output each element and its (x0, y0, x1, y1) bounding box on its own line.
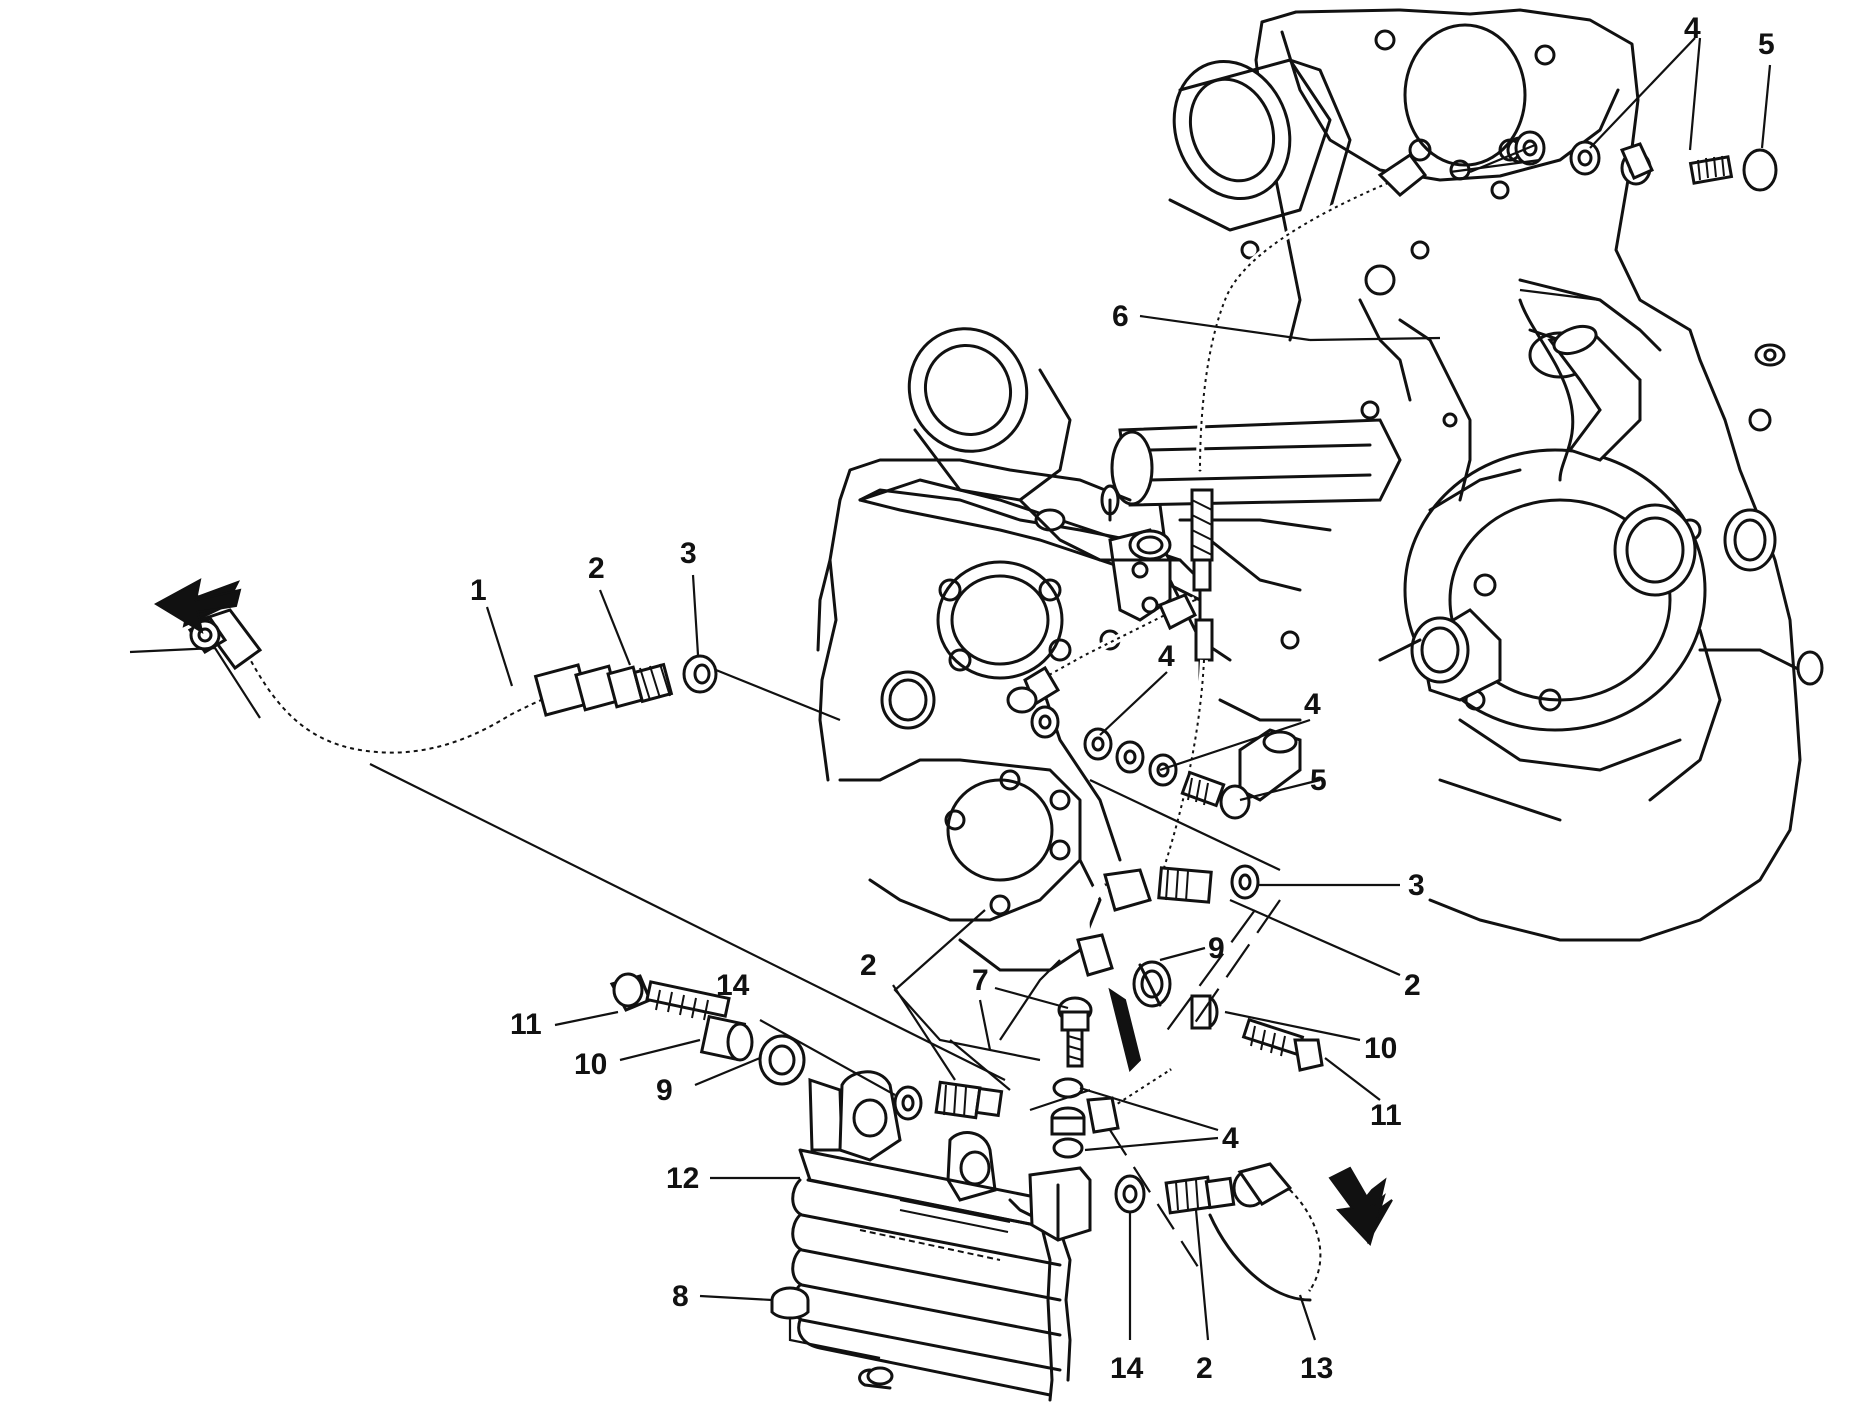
callout-8: 8 (672, 1280, 689, 1313)
callout-11: 11 (1370, 1099, 1402, 1132)
callout-4: 4 (1158, 640, 1175, 673)
part-2-union-top-left (606, 662, 674, 709)
parts-4-5-middle (1030, 705, 1251, 820)
callout-2: 2 (1404, 969, 1421, 1002)
parts-2-14-middle-left (893, 1080, 1004, 1121)
parts-9-10-11-left (609, 972, 806, 1086)
part-12-oil-cooler (791, 1070, 1092, 1402)
parts-4-5-top-right (1514, 130, 1778, 192)
callout-2: 2 (588, 552, 605, 585)
callout-2: 2 (1196, 1352, 1213, 1385)
callout-10: 10 (1364, 1032, 1397, 1065)
parts-2-3-right-middle (1076, 864, 1260, 977)
flow-arrow-icon (153, 578, 242, 635)
callout-13: 13 (1300, 1352, 1333, 1385)
engine-block (816, 8, 1824, 972)
part-7-bolt-center (1050, 987, 1174, 1159)
callout-14: 14 (716, 969, 750, 1002)
callout-4: 4 (1304, 688, 1321, 721)
callout-9: 9 (1208, 932, 1225, 965)
part-3-washer-top-left (682, 654, 718, 694)
callout-5: 5 (1758, 28, 1775, 61)
part-1-oil-pipe-left (187, 608, 620, 762)
part-8-plug (770, 1286, 810, 1320)
callout-10: 10 (574, 1048, 607, 1081)
callout-1: 1 (470, 574, 487, 607)
callout-5: 5 (1310, 764, 1327, 797)
callout-4: 4 (1222, 1122, 1239, 1155)
callout-3: 3 (1408, 869, 1425, 902)
callout-6: 6 (1112, 300, 1129, 333)
part-6-branch-hose (1006, 593, 1198, 714)
parts-9-10-11-right (1132, 960, 1324, 1072)
callout-12: 12 (666, 1162, 699, 1195)
callout-7: 7 (972, 964, 989, 997)
callout-2: 2 (860, 949, 877, 982)
flow-arrow-icon (1328, 1166, 1393, 1246)
callout-14: 14 (1110, 1352, 1144, 1385)
callout-11: 11 (510, 1008, 542, 1041)
leader-lines (129, 37, 1772, 1360)
callout-4: 4 (1684, 12, 1701, 45)
callout-9: 9 (656, 1074, 673, 1107)
parts-2-13-14-bottom-right (1114, 1162, 1330, 1302)
callout-3: 3 (680, 537, 697, 570)
callout-labels: 1 2 3 4 5 6 4 4 5 3 2 9 10 11 7 14 2 11 … (470, 12, 1775, 1385)
